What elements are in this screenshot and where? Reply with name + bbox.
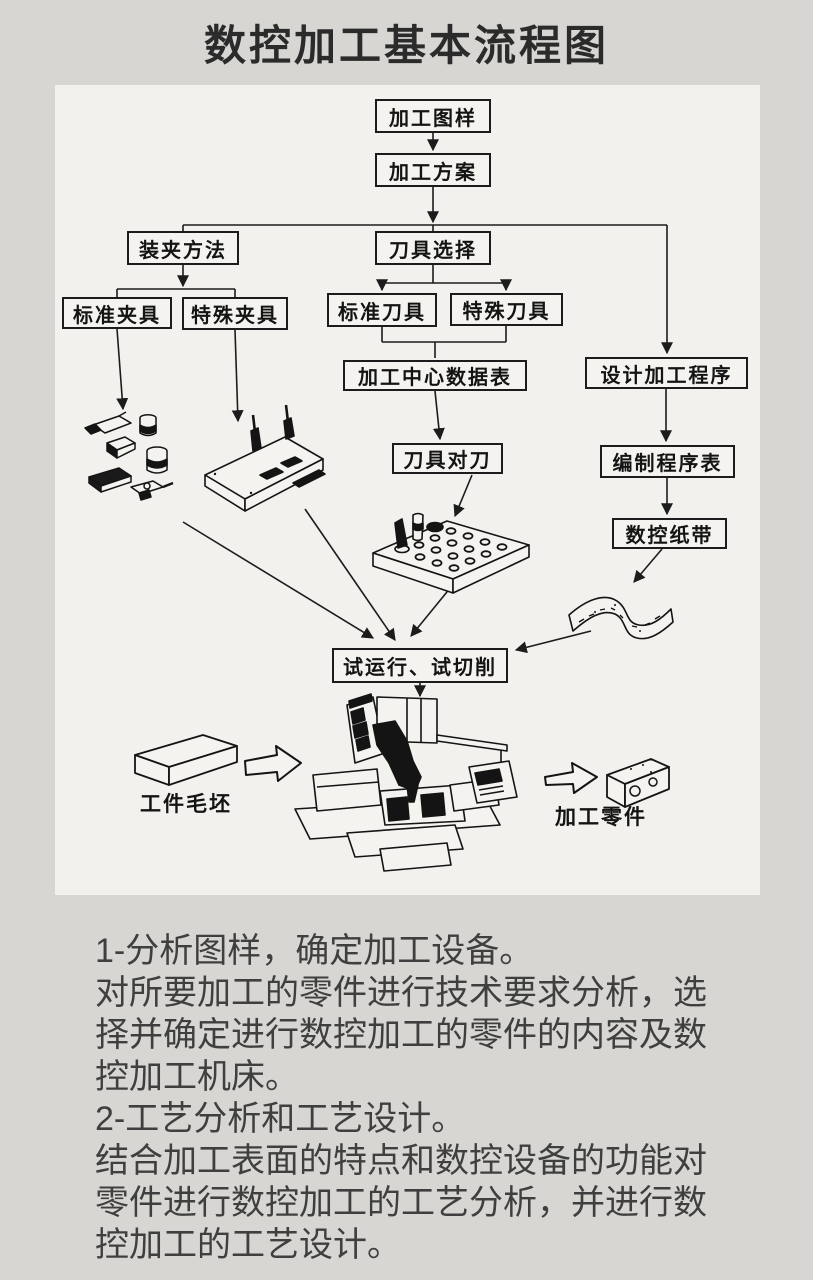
node-program-sheet: 编制程序表 <box>600 445 735 478</box>
node-nc-tape: 数控纸带 <box>612 518 727 549</box>
flowchart-panel: 加工图样 加工方案 装夹方法 刀具选择 标准夹具 特殊夹具 标准刀具 特殊刀具 … <box>55 85 760 895</box>
note-line: 1-分析图样，确定加工设备。 <box>95 932 534 970</box>
machined-part-illustration <box>606 758 670 808</box>
page-title: 数控加工基本流程图 <box>203 22 609 69</box>
note-line: 控加工的工艺设计。 <box>95 1226 401 1264</box>
node-machining-center-datasheet: 加工中心数据表 <box>343 360 527 391</box>
node-tool-selection: 刀具选择 <box>375 231 491 265</box>
machine-to-part-arrow-icon <box>544 762 598 794</box>
note-line: 择并确定进行数控加工的零件的内容及数 <box>95 1016 707 1054</box>
node-special-fixture: 特殊夹具 <box>182 297 288 330</box>
special-fixture-pallet-illustration <box>204 404 326 512</box>
machining-center-illustration <box>294 693 518 872</box>
node-process-drawing: 加工图样 <box>375 99 491 133</box>
node-standard-tool: 标准刀具 <box>327 293 437 327</box>
note-line: 2-工艺分析和工艺设计。 <box>95 1100 466 1138</box>
node-special-tool: 特殊刀具 <box>450 293 563 326</box>
standard-fixtures-illustration <box>84 411 174 501</box>
notes-block: 1-分析图样，确定加工设备。 对所要加工的零件进行技术要求分析，选 择并确定进行… <box>95 930 775 1266</box>
tool-setting-block-illustration <box>372 512 530 594</box>
node-trial-run: 试运行、试切削 <box>332 648 508 683</box>
note-line: 对所要加工的零件进行技术要求分析，选 <box>95 974 707 1012</box>
workpiece-blank-illustration <box>134 734 238 786</box>
nc-paper-tape-illustration <box>568 596 674 640</box>
caption-machined-part: 加工零件 <box>555 805 647 829</box>
node-process-plan: 加工方案 <box>375 153 491 187</box>
flowchart-canvas <box>84 133 674 872</box>
caption-workpiece-blank: 工件毛坯 <box>140 792 232 816</box>
node-clamping-method: 装夹方法 <box>127 231 239 265</box>
note-line: 结合加工表面的特点和数控设备的功能对 <box>95 1142 707 1180</box>
blank-to-machine-arrow-icon <box>244 745 302 782</box>
flow-connectors <box>116 133 673 698</box>
node-tool-setting: 刀具对刀 <box>392 443 503 474</box>
note-line: 控加工机床。 <box>95 1058 299 1096</box>
node-design-program: 设计加工程序 <box>585 357 748 389</box>
note-line: 零件进行数控加工的工艺分析，并进行数 <box>95 1184 707 1222</box>
node-standard-fixture: 标准夹具 <box>62 297 172 329</box>
